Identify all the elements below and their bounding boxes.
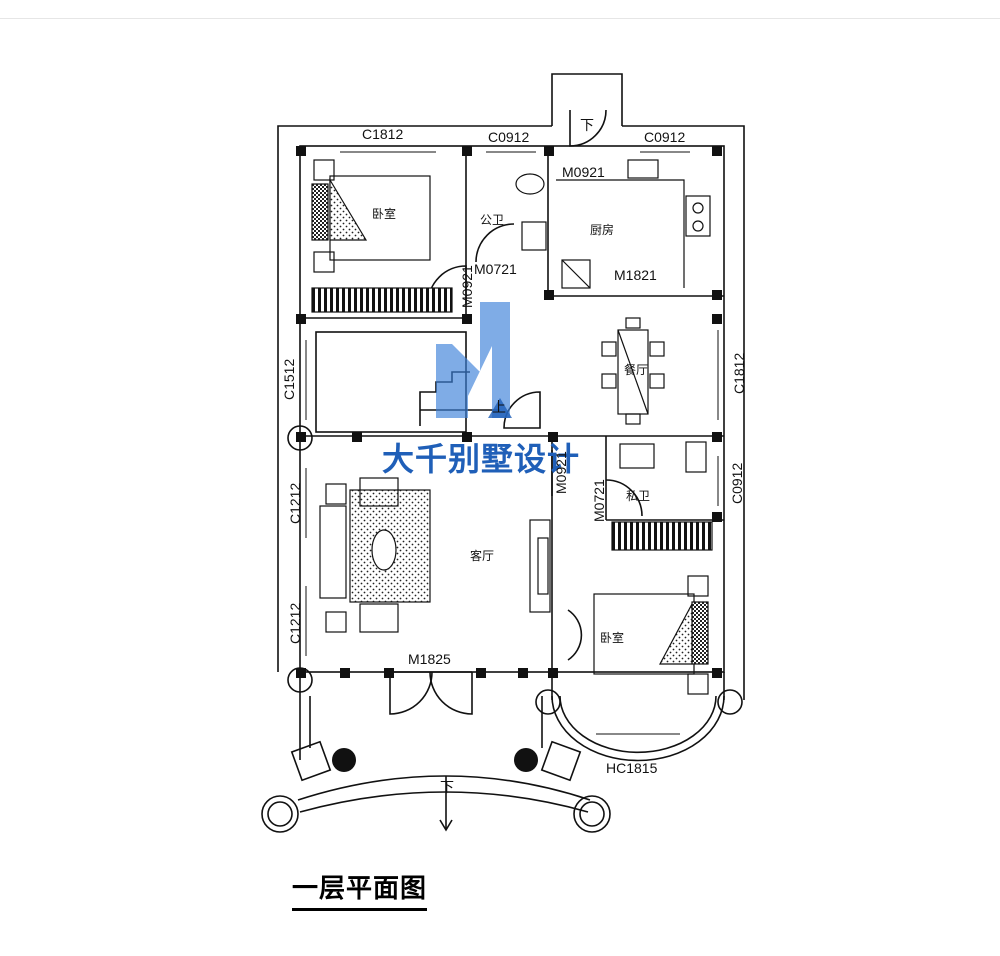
label-c0912-b: C0912 — [644, 129, 685, 145]
planter-right — [514, 748, 538, 772]
label-m0921-mid: M0921 — [553, 451, 569, 494]
label-c0912-c: C0912 — [729, 463, 745, 504]
label-down-porch: 下 — [440, 779, 454, 795]
columns — [296, 146, 722, 678]
label-m0921: M0921 — [562, 164, 605, 180]
room-private-bath: 私卫 — [626, 489, 650, 503]
room-dining: 餐厅 — [624, 362, 648, 377]
planter-left — [332, 748, 356, 772]
label-m0721-b: M0721 — [591, 479, 607, 522]
room-bedroom-2: 卧室 — [600, 630, 624, 645]
label-up-stairs: 上 — [492, 399, 506, 415]
room-kitchen: 厨房 — [590, 222, 614, 237]
label-c1212-a: C1212 — [287, 483, 303, 524]
room-bedroom-1: 卧室 — [372, 206, 396, 221]
watermark-logo — [436, 302, 512, 418]
label-c1212-b: C1212 — [287, 603, 303, 644]
label-m0721-a: M0721 — [474, 261, 517, 277]
label-c0912-a: C0912 — [488, 129, 529, 145]
label-down-top: 下 — [580, 117, 594, 133]
label-c1512: C1512 — [281, 359, 297, 400]
room-public-bath: 公卫 — [480, 213, 504, 227]
windows — [299, 145, 725, 735]
furniture — [311, 159, 713, 695]
label-m1821: M1821 — [614, 267, 657, 283]
label-m0921-side: M0921 — [459, 265, 475, 308]
label-c1812-top: C1812 — [362, 126, 403, 142]
label-hc1815: HC1815 — [606, 760, 658, 776]
top-divider — [0, 18, 1000, 19]
watermark-text: 大千别墅设计 — [382, 440, 580, 478]
walls — [261, 73, 745, 833]
floor-plan: 大千别墅设计 C1812 C0912 C0912 下 M0921 M0721 M… — [261, 73, 747, 833]
room-living: 客厅 — [470, 548, 494, 563]
plan-title: 一层平面图 — [292, 868, 428, 911]
label-m1825: M1825 — [408, 651, 451, 667]
label-c1812-right: C1812 — [731, 353, 747, 394]
